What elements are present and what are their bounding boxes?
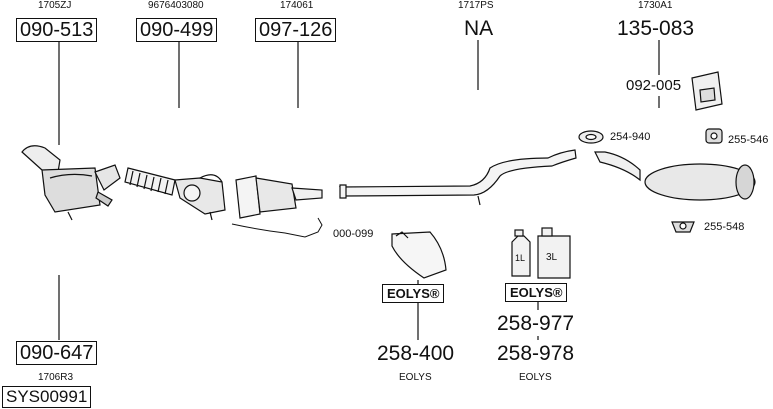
ref-label-5: 135-083 bbox=[617, 17, 695, 40]
eolys-caption-1: EOLYS bbox=[399, 372, 432, 383]
hanger-icon-2 bbox=[671, 221, 695, 233]
sensor-kit-label: 000-099 bbox=[333, 228, 374, 240]
mounting-kit-icon bbox=[691, 71, 723, 111]
lower-part-number: 1706R3 bbox=[38, 372, 74, 383]
eolys-caption-2: EOLYS bbox=[519, 372, 552, 383]
ref-label-na: NA bbox=[464, 17, 494, 40]
hanger-icon bbox=[705, 128, 723, 144]
ref-box-2[interactable]: 090-499 bbox=[136, 18, 218, 42]
eolys-badge-2: EOLYS® bbox=[505, 283, 568, 302]
eolys-bottle-ref-2: 258-978 bbox=[497, 342, 575, 365]
part-number-3: 174061 bbox=[280, 0, 314, 11]
rear-silencer bbox=[594, 151, 756, 201]
eolys-bag-icon bbox=[391, 231, 447, 279]
clamp-icon bbox=[578, 130, 604, 144]
hanger-label-2: 255-548 bbox=[704, 221, 745, 233]
middle-pipe bbox=[338, 149, 577, 206]
part-number-5: 1730A1 bbox=[638, 0, 673, 11]
catalytic-converter-1 bbox=[21, 145, 121, 221]
eolys-bottle-ref-1: 258-977 bbox=[497, 312, 575, 335]
bottle-3l-label: 3L bbox=[546, 252, 558, 263]
hanger-label-1: 255-546 bbox=[728, 134, 769, 146]
mount-ref: 092-005 bbox=[626, 77, 682, 94]
particle-filter bbox=[174, 174, 226, 221]
part-number-1: 1705ZJ bbox=[38, 0, 72, 11]
clamp-label: 254-940 bbox=[610, 131, 651, 143]
ref-box-1[interactable]: 090-513 bbox=[16, 18, 98, 42]
eolys-bag-ref: 258-400 bbox=[377, 342, 455, 365]
sensor-wire bbox=[231, 217, 323, 238]
flex-pipe bbox=[124, 167, 176, 196]
eolys-badge-1: EOLYS® bbox=[382, 284, 445, 303]
bottle-1l-label: 1L bbox=[515, 253, 526, 263]
eolys-bottles-icon bbox=[511, 227, 571, 279]
part-number-4: 1717PS bbox=[458, 0, 494, 11]
catalytic-converter-2 bbox=[235, 175, 323, 219]
set-code-box[interactable]: SYS00991 bbox=[2, 386, 92, 408]
ref-box-lower[interactable]: 090-647 bbox=[16, 341, 98, 365]
part-number-2: 9676403080 bbox=[148, 0, 204, 11]
ref-box-3[interactable]: 097-126 bbox=[255, 18, 337, 42]
